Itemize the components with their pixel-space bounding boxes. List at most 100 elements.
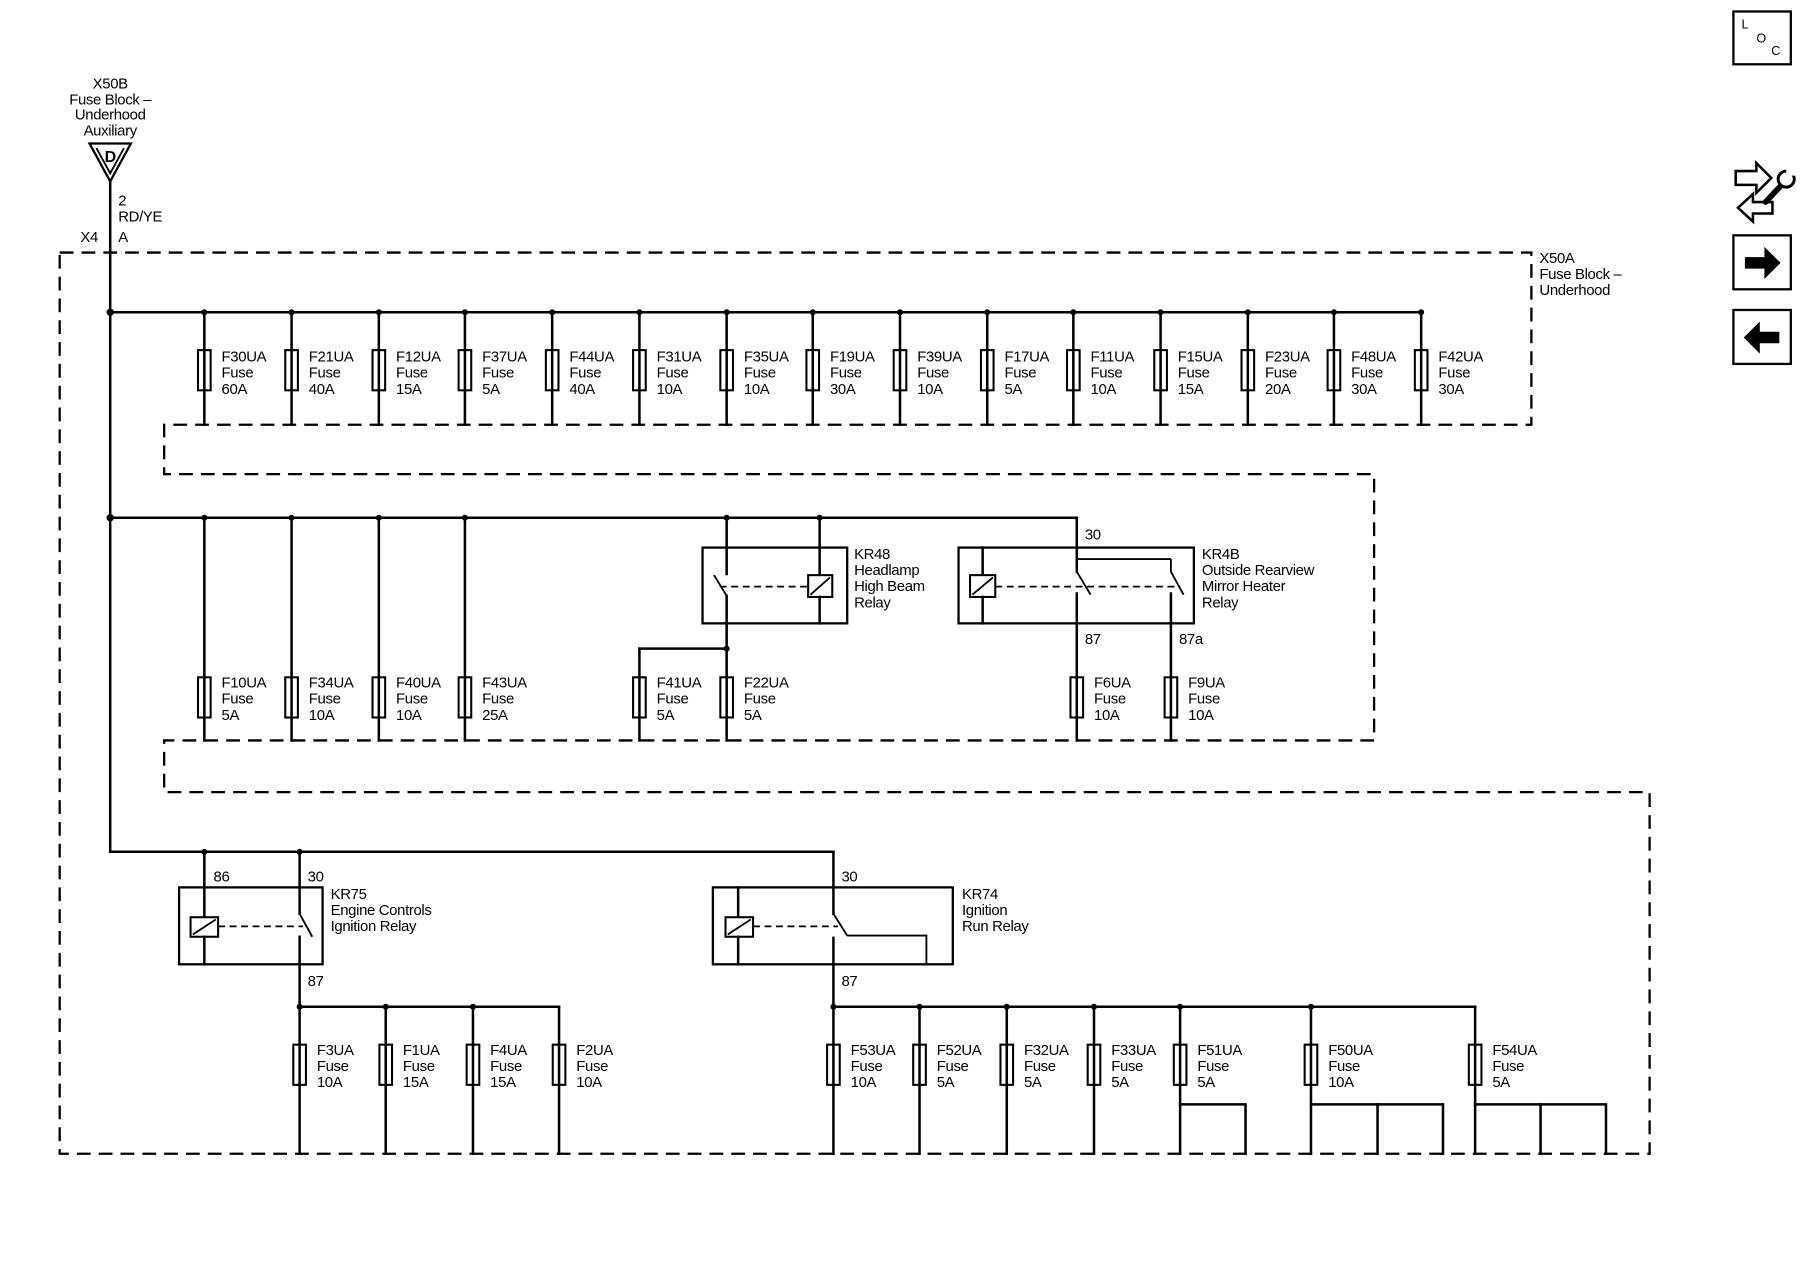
connector-wrench-button[interactable]	[1734, 159, 1797, 225]
fuse-type: Fuse	[744, 365, 776, 382]
next-page-icon[interactable]	[1744, 246, 1781, 279]
fuse-id: F53UA	[851, 1042, 896, 1059]
junction-dot	[549, 309, 556, 316]
junction-dot	[1418, 309, 1425, 316]
fuse-type: Fuse	[657, 691, 689, 708]
relay-kr48-desc: Relay	[854, 594, 891, 611]
fuse-id: F19UA	[830, 349, 875, 366]
junction-dot	[1070, 309, 1077, 316]
previous-page-icon[interactable]	[1743, 321, 1780, 354]
fuse-id: F23UA	[1265, 349, 1310, 366]
junction-dot	[201, 848, 208, 855]
fuse-symbol	[196, 349, 212, 392]
previous-page-button[interactable]	[1732, 308, 1792, 366]
relay-kr4b-desc: Relay	[1202, 594, 1239, 611]
fuse-rating: 5A	[1004, 381, 1022, 398]
locator-letter: L	[1741, 18, 1748, 32]
connector-pin-inner	[95, 147, 125, 176]
fuse-symbol	[719, 349, 735, 392]
relay-kr4b-desc: Mirror Heater	[1202, 578, 1286, 595]
relay-kr48-body	[701, 546, 849, 625]
fuse-type: Fuse	[1004, 365, 1036, 382]
junction-dot	[816, 514, 823, 521]
fuse-type: Fuse	[396, 691, 428, 708]
fuse-rating: 10A	[657, 381, 683, 398]
relay-kr75-switch-blade	[298, 913, 314, 938]
fuse-type: Fuse	[830, 365, 862, 382]
fuse-id: F12UA	[396, 349, 441, 366]
fuse-rating: 5A	[937, 1074, 955, 1091]
junction-dot	[984, 309, 991, 316]
fuse-type: Fuse	[1178, 365, 1210, 382]
fuse-symbol	[805, 349, 821, 392]
junction-dot	[897, 309, 903, 316]
fuse-rating: 5A	[1492, 1074, 1510, 1091]
junction-dot	[1177, 1003, 1184, 1010]
relay-kr74-pin-30: 30	[841, 869, 857, 886]
branch-f54ua	[1473, 1103, 1608, 1155]
fuse-rating: 10A	[1188, 707, 1214, 724]
fuse-symbol	[1240, 349, 1256, 392]
relay-kr48-coil-mark	[809, 576, 831, 596]
junction-dot	[201, 514, 208, 521]
fuse-block-name: X50A	[1539, 250, 1574, 267]
fuse-type: Fuse	[222, 365, 254, 382]
relay-kr74-contact-path	[847, 934, 928, 965]
relay-kr75-desc: Engine Controls	[331, 902, 432, 919]
junction-dot	[830, 1003, 837, 1010]
fuse-symbol	[371, 676, 387, 719]
fuse-symbol	[551, 1043, 567, 1086]
fuse-rating: 15A	[490, 1074, 516, 1091]
fuse-rating: 5A	[657, 707, 675, 724]
next-page-button[interactable]	[1732, 234, 1792, 291]
component-locator-button[interactable]: L O C	[1732, 10, 1792, 66]
fuse-rating: 30A	[1351, 381, 1377, 398]
relay-kr75: 86 30 87 KR75 Engine Controls Ignition R…	[177, 848, 432, 990]
wire-color: RD/YE	[118, 209, 162, 226]
fuse-rating: 5A	[1111, 1074, 1129, 1091]
fuse-rating: 10A	[851, 1074, 877, 1091]
fuse-block-desc: Underhood	[1539, 282, 1610, 299]
fuse-symbol	[892, 349, 908, 392]
relay-kr75-pin-86: 86	[214, 869, 230, 886]
junction-dot	[461, 309, 468, 316]
source-connector-desc: Auxiliary	[84, 122, 138, 139]
fuse-id: F10UA	[222, 675, 267, 692]
fuse-rating: 10A	[317, 1074, 343, 1091]
fuse-symbol	[1065, 349, 1081, 392]
component-locator-icon[interactable]	[1732, 10, 1792, 66]
fuse-type: Fuse	[1024, 1058, 1056, 1075]
fuse-rating: 10A	[576, 1074, 602, 1091]
fuse-symbol	[284, 676, 299, 719]
fuse-id: F31UA	[657, 349, 702, 366]
fuse-type: Fuse	[309, 365, 341, 382]
fuse-id: F43UA	[482, 675, 527, 692]
fuse-type: Fuse	[657, 365, 689, 382]
fuse-rating: 10A	[1091, 381, 1117, 398]
junction-dot	[375, 514, 382, 521]
relay-kr74-coil-mark	[727, 918, 752, 936]
junction-dot	[296, 1003, 303, 1010]
source-connector-desc: Underhood	[75, 106, 146, 123]
fuse-symbol	[632, 349, 647, 392]
fuse-id: F39UA	[917, 349, 962, 366]
relay-kr48-id: KR48	[854, 546, 890, 563]
connector-wrench-icon[interactable]	[1734, 159, 1797, 225]
connector-pin-letter: D	[105, 148, 116, 166]
junction-dot	[1157, 309, 1164, 316]
fuse-id: F52UA	[937, 1042, 982, 1059]
fuse-id: F48UA	[1351, 349, 1396, 366]
wire-circuit-number: 2	[118, 192, 126, 209]
connector-id: X4	[80, 229, 98, 246]
fuse-rating: 30A	[830, 381, 856, 398]
fuse-symbol	[826, 1043, 841, 1086]
